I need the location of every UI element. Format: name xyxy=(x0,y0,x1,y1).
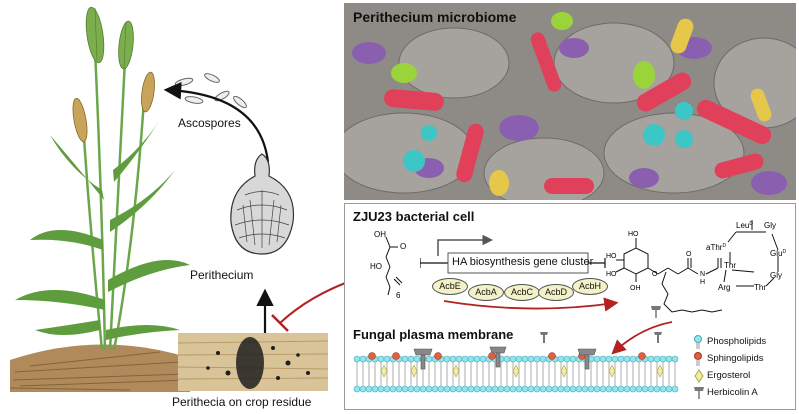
gene-acba: AcbA xyxy=(468,284,504,301)
peptide-leu: LeuD xyxy=(736,221,753,230)
membrane-legend: Phospholipids Sphingolipids Ergosterol H… xyxy=(692,334,792,404)
legend-phospholipids-item: Phospholipids xyxy=(692,334,792,350)
herbicolin-free-icons xyxy=(540,332,662,343)
microbiome-title: Perithecium microbiome xyxy=(353,9,517,25)
peptide-arg: Arg xyxy=(718,283,730,292)
perithecium-icon xyxy=(230,153,295,255)
development-arrow xyxy=(256,288,274,335)
amide-o: O xyxy=(686,251,692,258)
legend-ergosterol: Ergosterol xyxy=(707,370,751,381)
gene-acbh: AcbH xyxy=(572,278,608,295)
herbicolin-legend-icon xyxy=(694,387,704,399)
membrane-bilayer xyxy=(353,346,679,393)
wheat-plant-illustration xyxy=(10,6,190,392)
gene-row: AcbE AcbA AcbC AcbD AcbH xyxy=(432,278,608,308)
sugar-o: O xyxy=(652,271,658,278)
peptide-thr-bottom: Thr xyxy=(754,283,766,292)
legend-herbicolin: Herbicolin A xyxy=(707,387,758,398)
herbicolin-structure: HO HO HO OH O O N H LeuD Gly aThrD GluD … xyxy=(606,220,786,313)
membrane-title: Fungal plasma membrane xyxy=(353,327,514,342)
sem-micrograph xyxy=(344,3,796,200)
perithecium-label: Perithecium xyxy=(190,268,254,282)
sugar-ho-mid: HO xyxy=(606,271,617,278)
cell-title: ZJU23 bacterial cell xyxy=(353,209,475,224)
peptide-gly-top: Gly xyxy=(764,221,776,230)
fatty-acid-structure: OH O HO 6 xyxy=(370,230,406,300)
crop-residue-photo xyxy=(178,333,328,391)
perithecia-crop-label: Perithecia on crop residue xyxy=(172,395,312,409)
sugar-oh: OH xyxy=(630,285,641,292)
herbicolin-icon xyxy=(651,306,661,318)
sugar-ho-top: HO xyxy=(628,231,639,238)
release-arrow xyxy=(163,81,270,163)
synthesis-arrow xyxy=(443,297,619,312)
gene-acbe: AcbE xyxy=(432,278,468,295)
peptide-gly-right: Gly xyxy=(770,271,782,280)
gene-cluster-label: HA biosynthesis gene cluster xyxy=(452,256,594,268)
action-arrow xyxy=(611,321,673,355)
peptide-athr: aThrD xyxy=(706,243,726,252)
sugar-ho-left: HO xyxy=(606,253,617,260)
peptide-thr-left: Thr xyxy=(724,261,736,270)
legend-phospholipids: Phospholipids xyxy=(707,336,767,347)
fa-ho: HO xyxy=(370,262,382,271)
gene-acbd: AcbD xyxy=(538,284,574,301)
fa-n: 6 xyxy=(396,291,401,300)
sphingolipid-icon xyxy=(694,352,702,366)
ascospores-label: Ascospores xyxy=(178,116,241,130)
fa-oh1: OH xyxy=(374,230,386,239)
legend-herbicolin-item: Herbicolin A xyxy=(692,385,792,401)
fa-o: O xyxy=(400,242,406,251)
ergosterol-icon xyxy=(694,369,704,383)
peptide-glu: GluD xyxy=(770,249,786,258)
legend-sphingolipids-item: Sphingolipids xyxy=(692,351,792,367)
cell-panel xyxy=(344,203,796,410)
amide-n: N xyxy=(700,271,705,278)
legend-sphingolipids: Sphingolipids xyxy=(707,353,764,364)
gene-cluster-diagram xyxy=(420,234,606,274)
amide-h: H xyxy=(700,279,705,286)
phospholipid-icon xyxy=(694,335,702,349)
legend-ergosterol-item: Ergosterol xyxy=(692,368,792,384)
